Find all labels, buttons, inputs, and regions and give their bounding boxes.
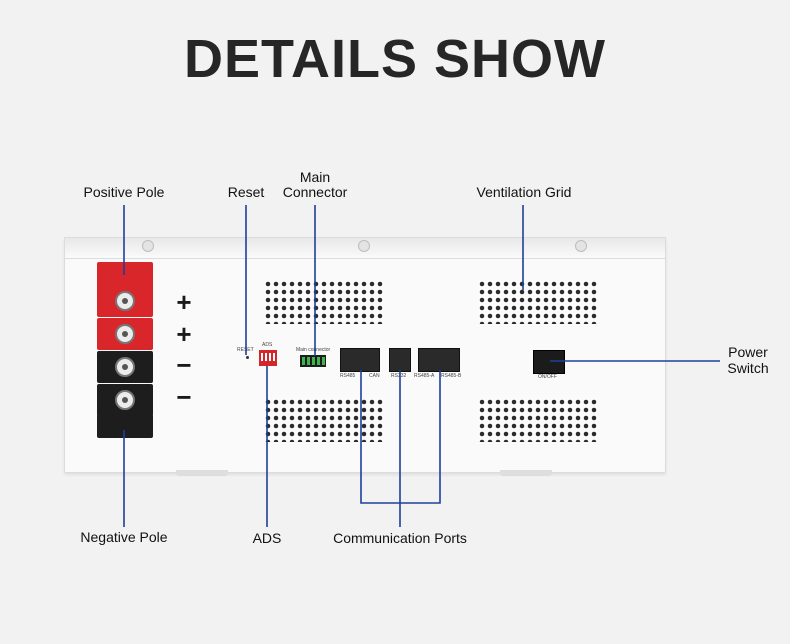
positive-terminal-2	[97, 318, 153, 350]
screw-icon	[575, 240, 587, 252]
label-power-switch-line2: Switch	[727, 360, 769, 376]
ventilation-grid-top-right	[478, 280, 598, 324]
label-main-connector-line1: Main	[299, 169, 331, 185]
minus-sign: −	[176, 350, 192, 380]
page-title: DETAILS SHOW	[184, 29, 606, 89]
label-ventilation-grid: Ventilation Grid	[476, 184, 572, 200]
rs485-can-port[interactable]	[340, 348, 380, 372]
rs485a-text: RS485-A	[414, 373, 435, 379]
rs485b-text: RS485-B	[441, 373, 462, 379]
label-negative-pole: Negative Pole	[80, 529, 168, 545]
label-reset: Reset	[227, 184, 265, 200]
bolt-icon	[115, 357, 135, 377]
negative-terminal-2	[97, 384, 153, 416]
main-connector[interactable]	[300, 355, 326, 367]
main-connector-text: Main connector	[296, 347, 331, 353]
ventilation-grid-top-left	[264, 280, 384, 324]
label-ads: ADS	[252, 530, 282, 546]
ads-text: ADS	[262, 342, 273, 348]
positive-terminal-1	[97, 285, 153, 317]
positive-terminal-cap	[97, 262, 153, 288]
negative-terminal-1	[97, 351, 153, 383]
ads-dip-switch[interactable]	[259, 350, 277, 366]
onoff-text: ON/OFF	[538, 374, 557, 380]
bolt-icon	[115, 324, 135, 344]
label-main-connector-line2: Connector	[282, 184, 348, 200]
rs485-ab-port[interactable]	[418, 348, 460, 372]
minus-sign: −	[176, 382, 192, 412]
rs485-text: RS485	[340, 373, 356, 379]
ventilation-grid-bottom-right	[478, 398, 598, 442]
unit-foot-left	[176, 470, 228, 476]
unit-foot-right	[500, 470, 552, 476]
can-text: CAN	[369, 373, 380, 379]
plus-sign: +	[176, 319, 192, 349]
power-switch[interactable]	[533, 350, 565, 374]
screw-icon	[142, 240, 154, 252]
label-power-switch-line1: Power	[728, 344, 768, 360]
rs232-text: RS232	[391, 373, 407, 379]
ventilation-grid-bottom-left	[264, 398, 384, 442]
bolt-icon	[115, 390, 135, 410]
negative-terminal-cap	[97, 414, 153, 438]
bolt-icon	[115, 291, 135, 311]
screw-icon	[358, 240, 370, 252]
plus-sign: +	[176, 287, 192, 317]
reset-button[interactable]	[246, 356, 249, 359]
label-positive-pole: Positive Pole	[83, 184, 165, 200]
label-communication-ports: Communication Ports	[333, 530, 467, 546]
